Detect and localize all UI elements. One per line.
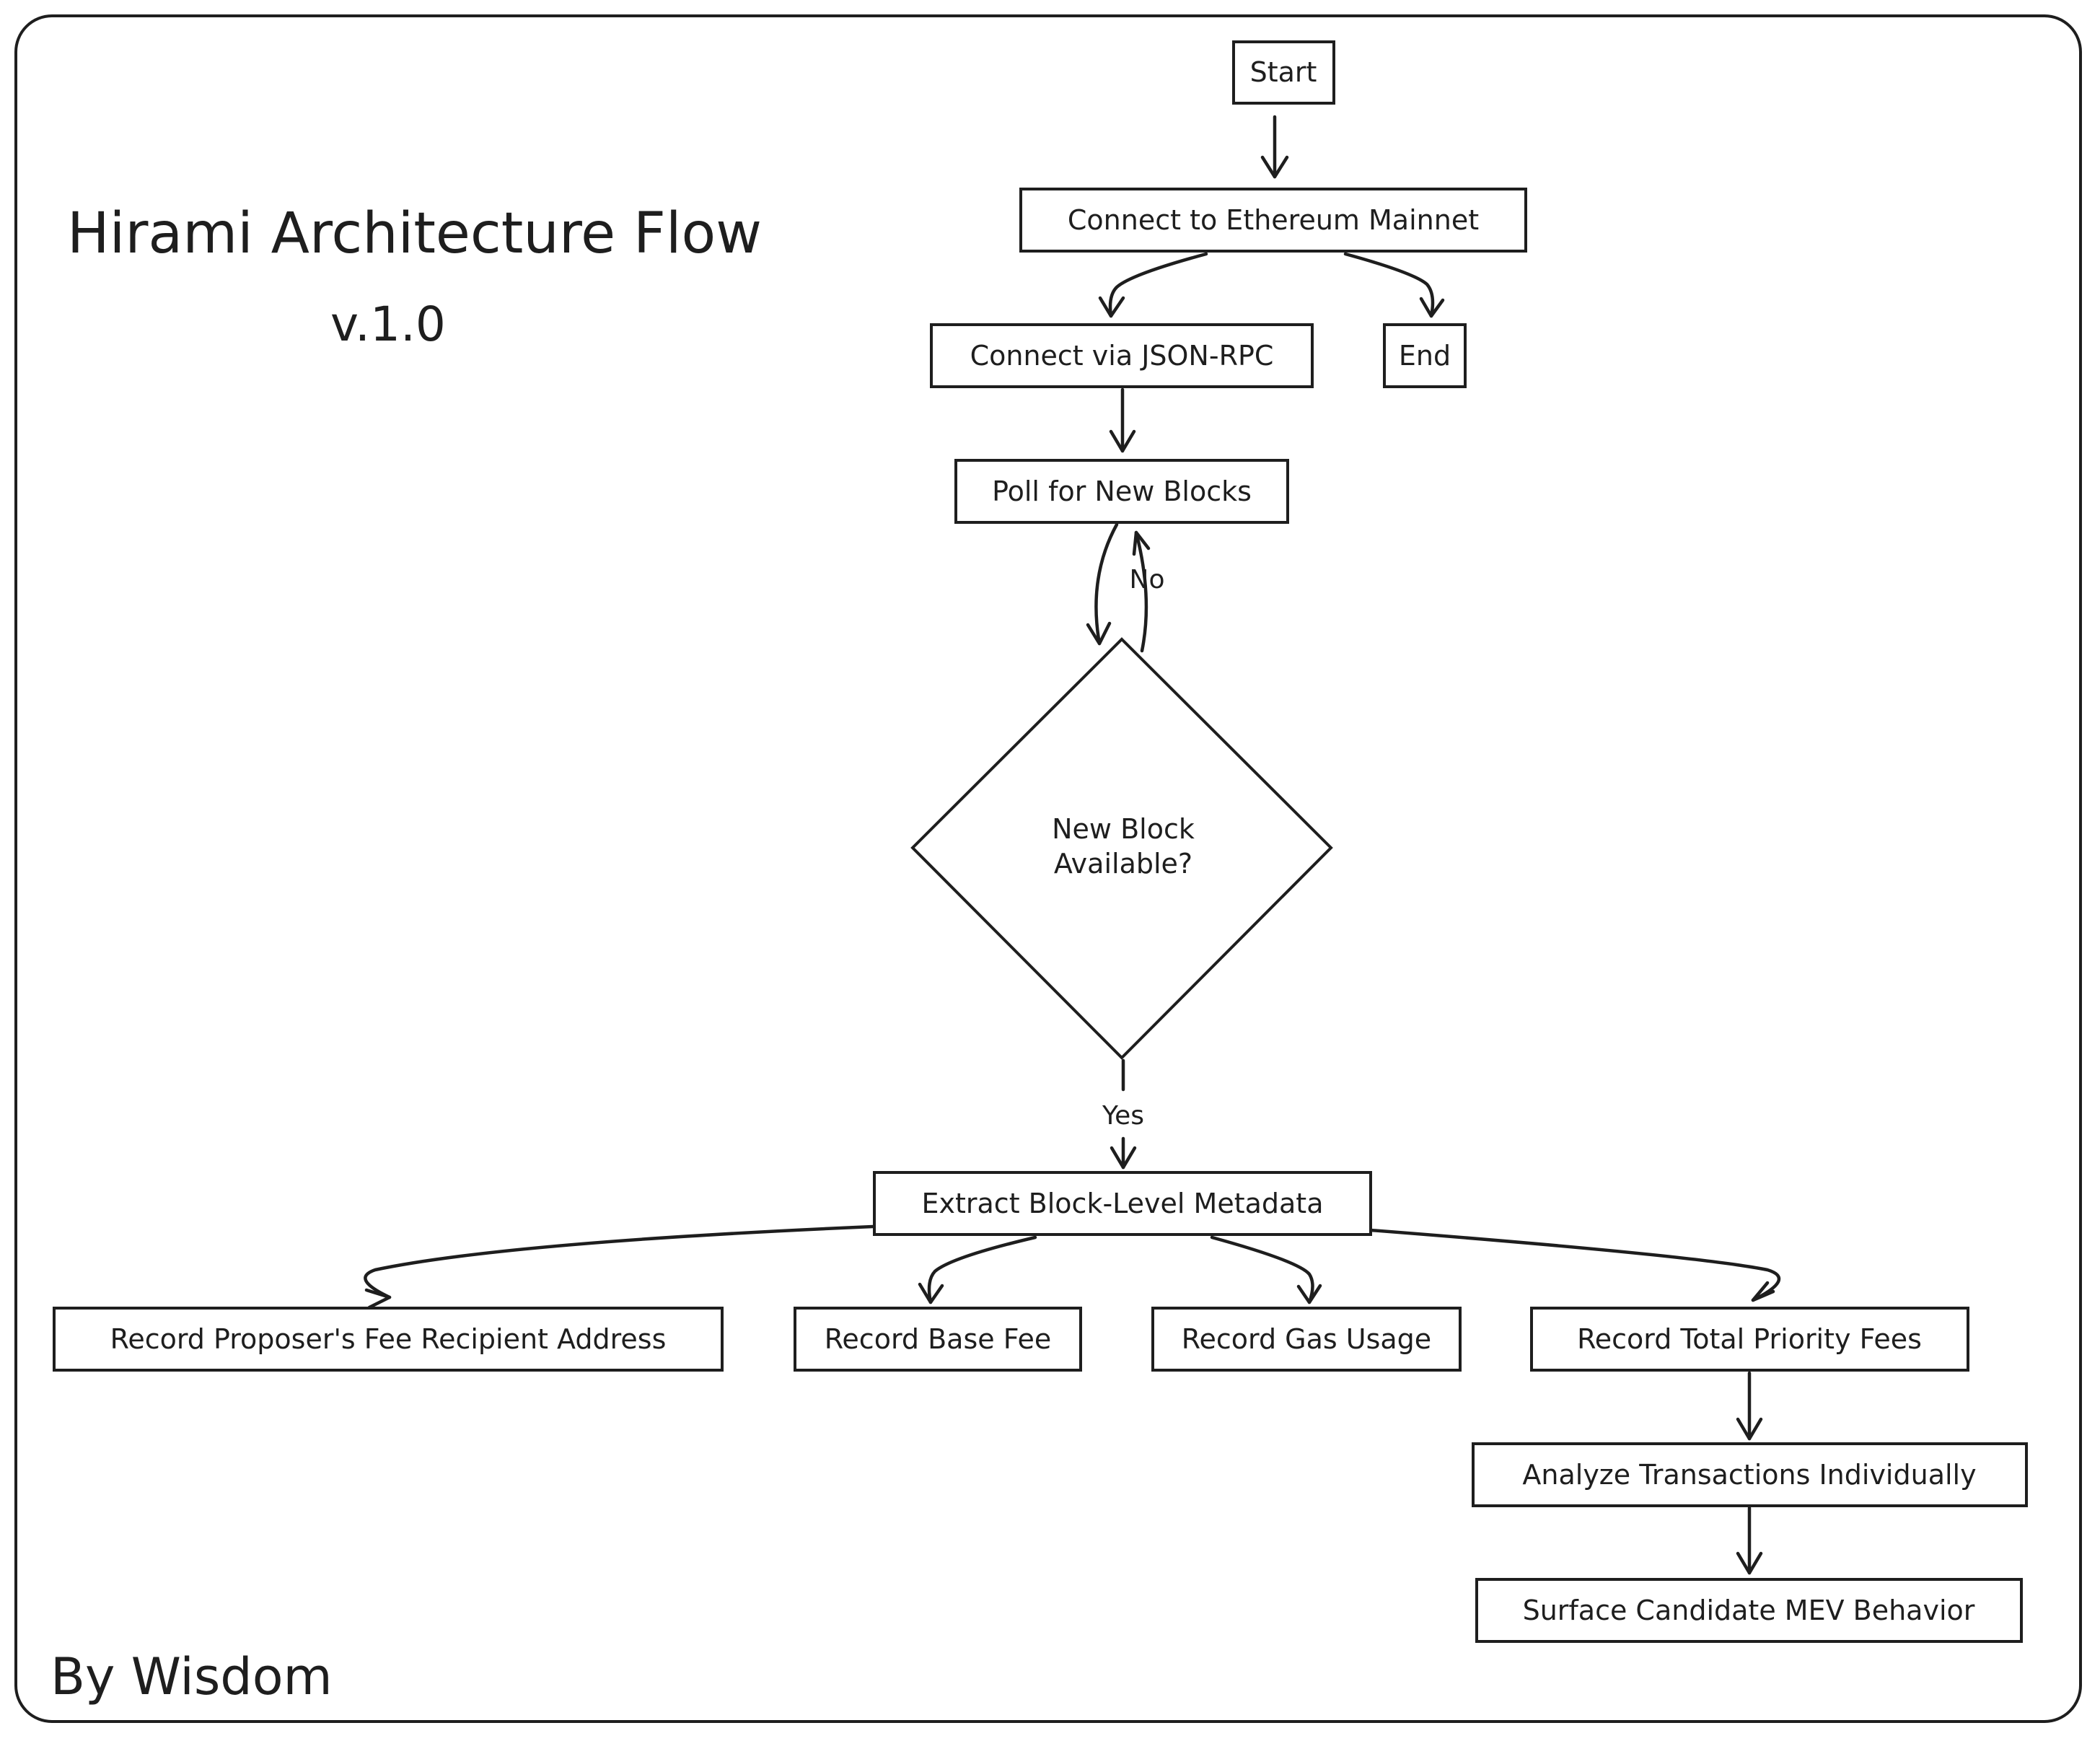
arrowhead: [1736, 1551, 1763, 1575]
node-poll-blocks: Poll for New Blocks: [954, 459, 1289, 524]
node-box: [1151, 1307, 1462, 1372]
node-label: Analyze Transactions Individually: [1522, 1459, 1976, 1491]
node-box: [1530, 1307, 1969, 1372]
node-extract-metadata: Extract Block-Level Metadata: [873, 1171, 1372, 1236]
node-surface-mev: Surface Candidate MEV Behavior: [1475, 1578, 2023, 1643]
edge-poll-to-decision: [1094, 522, 1119, 646]
node-label: Connect via JSON-RPC: [970, 340, 1274, 372]
node-box: [794, 1307, 1082, 1372]
node-box: [1019, 188, 1527, 253]
arrowhead: [364, 1288, 392, 1310]
node-label: Connect to Ethereum Mainnet: [1068, 204, 1479, 236]
diagram-title: Hirami Architecture Flow: [67, 201, 762, 266]
node-box: [873, 1171, 1372, 1236]
arrowhead: [918, 1282, 944, 1304]
node-label: Poll for New Blocks: [992, 475, 1252, 507]
arrowhead: [1751, 1281, 1775, 1302]
arrowhead: [1110, 1146, 1137, 1170]
arrowhead: [1296, 1284, 1322, 1304]
node-label: Start: [1250, 56, 1317, 88]
node-start: Start: [1232, 40, 1335, 105]
node-record-gas-usage: Record Gas Usage: [1151, 1307, 1462, 1372]
node-label: Record Proposer's Fee Recipient Address: [110, 1323, 667, 1355]
node-label: Record Total Priority Fees: [1577, 1323, 1922, 1355]
node-label: Extract Block-Level Metadata: [922, 1188, 1324, 1219]
node-decision: New Block Available?: [910, 637, 1333, 1060]
decision-diamond: [910, 637, 1333, 1060]
node-connect-mainnet: Connect to Ethereum Mainnet: [1019, 188, 1527, 253]
edge-extract-to-base-fee: [927, 1235, 1037, 1304]
node-label: Record Gas Usage: [1182, 1323, 1431, 1355]
node-box: [1383, 323, 1467, 388]
edge-decision-to-poll-no: [1134, 530, 1148, 653]
diagram-frame: [14, 14, 2082, 1723]
node-box: [954, 459, 1289, 524]
node-box: [53, 1307, 724, 1372]
arrowhead: [1260, 155, 1289, 179]
node-box: [930, 323, 1314, 388]
edge-label-no: No: [1130, 565, 1165, 595]
node-label: Surface Candidate MEV Behavior: [1523, 1595, 1975, 1626]
node-box: [1472, 1442, 2028, 1507]
edge-mainnet-to-rpc: [1108, 252, 1208, 318]
edge-mainnet-to-end: [1343, 252, 1435, 318]
node-record-fee-recipient: Record Proposer's Fee Recipient Address: [53, 1307, 724, 1372]
arrowhead: [1098, 296, 1125, 318]
arrowhead: [1109, 429, 1136, 453]
decision-label-line2: Available?: [1054, 848, 1192, 880]
node-connect-rpc: Connect via JSON-RPC: [930, 323, 1314, 388]
node-label: End: [1399, 340, 1451, 372]
arrowhead: [1736, 1417, 1763, 1441]
edge-label-yes: Yes: [1102, 1101, 1144, 1131]
node-box: [1475, 1578, 2023, 1643]
node-box: [1232, 40, 1335, 105]
arrowhead: [1419, 297, 1445, 318]
arrowhead: [1086, 621, 1112, 646]
decision-label-line1: New Block: [1052, 813, 1195, 845]
edge-extract-to-priority-fees: [1368, 1228, 1781, 1302]
arrowhead: [1132, 530, 1151, 556]
edges: No Yes: [364, 115, 1781, 1575]
node-end: End: [1383, 323, 1467, 388]
node-analyze-transactions: Analyze Transactions Individually: [1472, 1442, 2028, 1507]
diagram-version: v.1.0: [330, 297, 446, 352]
edge-extract-to-fee-recipient: [364, 1224, 875, 1299]
node-record-base-fee: Record Base Fee: [794, 1307, 1082, 1372]
edge-extract-to-gas-usage: [1210, 1235, 1314, 1304]
node-label: Record Base Fee: [825, 1323, 1052, 1355]
node-record-priority-fees: Record Total Priority Fees: [1530, 1307, 1969, 1372]
author-credit: By Wisdom: [50, 1647, 333, 1706]
